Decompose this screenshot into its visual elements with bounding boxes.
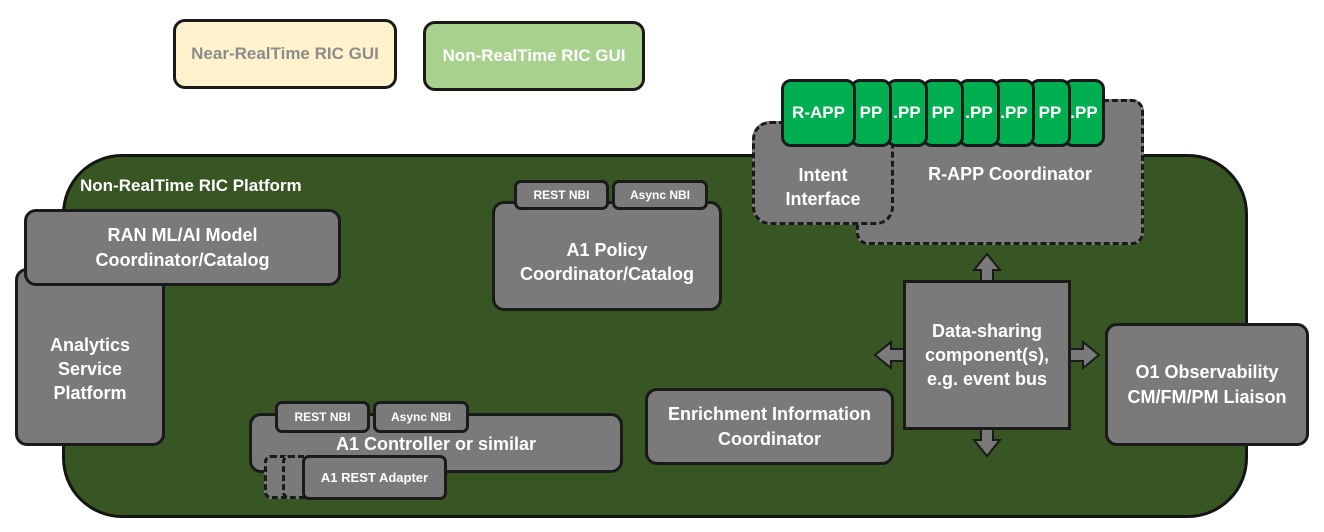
data-sharing-label: Data-sharing component(s), e.g. event bu… [925, 320, 1049, 390]
data-sharing-component: Data-sharing component(s), e.g. event bu… [903, 280, 1071, 430]
rapp-5: .PP [958, 79, 1000, 147]
non-rt-ric-gui: Non-RealTime RIC GUI [423, 21, 645, 91]
async-nbi-label: Async NBI [629, 188, 691, 202]
near-rt-ric-gui-label: Near-RealTime RIC GUI [191, 44, 379, 63]
rest-nbi-label: REST NBI [294, 410, 351, 424]
rapp-6: .PP [993, 79, 1035, 147]
ran-model-label: RAN ML/AI Model Coordinator/Catalog [95, 225, 270, 270]
non-rt-ric-gui-label: Non-RealTime RIC GUI [442, 46, 626, 65]
rapp-coordinator-label: R-APP Coordinator [928, 164, 1092, 184]
a1-policy-rest-nbi-tab: REST NBI [514, 180, 609, 210]
rapp-6-label: .PP [1000, 103, 1028, 122]
analytics-label: Analytics Service Platform [49, 334, 131, 404]
o1-label: O1 Observability CM/FM/PM Liaison [1127, 362, 1287, 407]
a1-policy-label: A1 Policy Coordinator/Catalog [520, 239, 694, 284]
analytics-service-platform: Analytics Service Platform [15, 268, 165, 446]
rapp-7: PP [1029, 79, 1071, 147]
o1-observability-liaison: O1 Observability CM/FM/PM Liaison [1105, 323, 1309, 446]
a1-policy-coordinator: A1 Policy Coordinator/Catalog [492, 201, 722, 311]
near-rt-ric-gui: Near-RealTime RIC GUI [173, 19, 397, 89]
rapp-8-label: .PP [1070, 103, 1098, 122]
ran-ml-ai-model-coordinator: RAN ML/AI Model Coordinator/Catalog [24, 209, 341, 286]
rapp-2: PP [850, 79, 892, 147]
rapp-4-label: PP [931, 103, 955, 122]
arrow-right [1068, 339, 1101, 371]
rapp-4: PP [922, 79, 964, 147]
async-nbi-label: Async NBI [390, 410, 452, 424]
rapp-1-label: R-APP [792, 103, 845, 122]
rapp-3-label: .PP [893, 103, 921, 122]
arrow-up [971, 252, 1003, 283]
rapp-1: R-APP [781, 79, 856, 147]
rapp-7-label: PP [1038, 103, 1062, 122]
arrow-down [971, 427, 1003, 458]
a1-controller-label: A1 Controller or similar [335, 434, 537, 454]
a1-rest-adapter-label: A1 REST Adapter [320, 470, 429, 485]
a1-policy-async-nbi-tab: Async NBI [612, 180, 708, 210]
enrichment-label: Enrichment Information Coordinator [667, 404, 871, 449]
enrichment-information-coordinator: Enrichment Information Coordinator [645, 388, 894, 465]
platform-label: Non-RealTime RIC Platform [80, 176, 302, 195]
a1-controller-rest-nbi-tab: REST NBI [275, 401, 370, 433]
a1-controller-async-nbi-tab: Async NBI [373, 401, 469, 433]
rapp-5-label: .PP [965, 103, 993, 122]
intent-label: Intent Interface [785, 164, 861, 209]
a1-rest-adapter: A1 REST Adapter [302, 455, 447, 500]
rest-nbi-label: REST NBI [533, 188, 590, 202]
rapp-2-label: PP [859, 103, 883, 122]
rapp-3: .PP [886, 79, 928, 147]
arrow-left [873, 339, 906, 371]
